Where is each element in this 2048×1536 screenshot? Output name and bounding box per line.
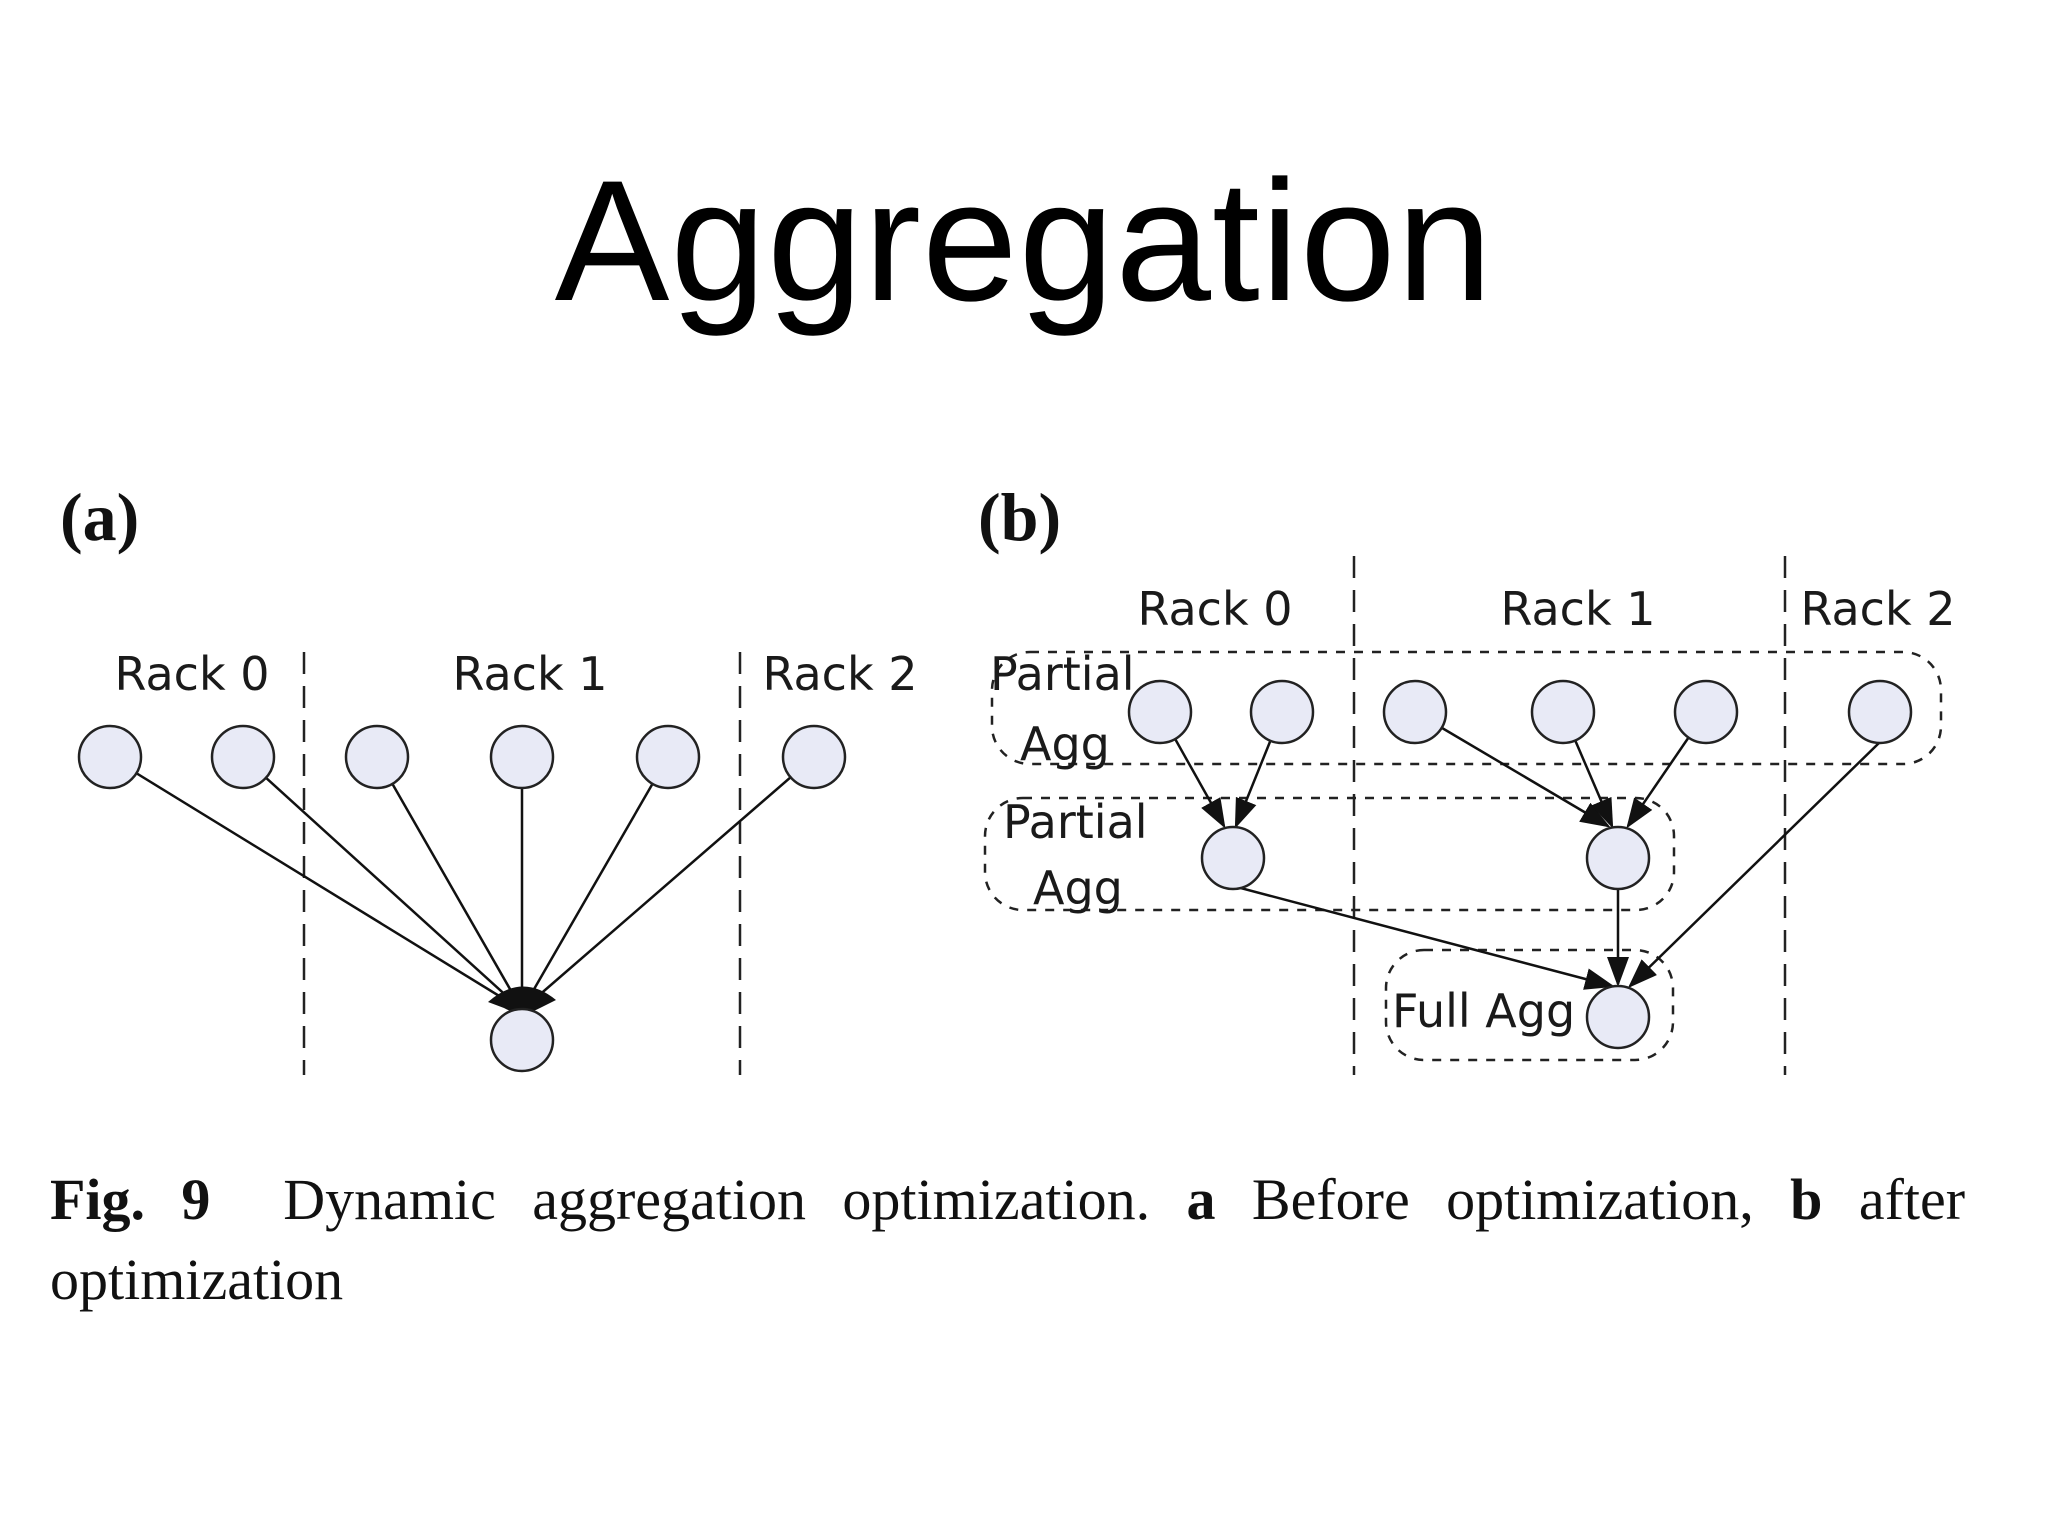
panel-b-edges [1158,710,1881,990]
panel-b-nodes [1127,679,1913,1050]
panel-a-edge [521,756,815,1011]
caption-text-1: Dynamic aggregation optimization. [283,1167,1151,1232]
panel-b-rack-2-label: Rack 2 [1801,582,1956,636]
panel-b-edge [1627,741,1881,989]
panel-b-partial-agg-node [1200,825,1266,891]
caption-fig-label: Fig. 9 [50,1167,211,1232]
panel-b-source-node [1382,679,1448,745]
panel-b-rack-0-label: Rack 0 [1138,582,1293,636]
panel-b-group-partial-1-label-line-2: Agg [1020,717,1110,771]
panel-b-source-node [1847,679,1913,745]
panel-a-source-node [781,724,847,790]
panel-b-group-partial-1 [990,650,1943,766]
panel-b-group-full-label: Full Agg [1392,984,1575,1038]
caption-marker-a: a [1186,1167,1216,1232]
panel-b-source-node [1673,679,1739,745]
panel-a-nodes [77,724,847,1073]
panel-a-rack-1-label: Rack 1 [453,647,608,701]
panel-a-source-node [210,724,276,790]
panel-a-label: (a) [60,479,139,555]
panel-b-edge [1232,884,1615,990]
panel-a-edge [109,755,523,1012]
panel-b-full-agg-node [1585,984,1651,1050]
panel-b-source-node [1249,679,1315,745]
panel-b-rack-1-label: Rack 1 [1501,582,1656,636]
caption-text-3: after optimization [50,1167,1966,1312]
panel-a-source-node [77,724,143,790]
panel-a-aggregator-node [489,1007,555,1073]
panel-b-group-partial-2 [983,796,1676,912]
panel-a-edge [520,756,670,1011]
panel-b-group-partial-1-label-line-1: Partial [990,647,1135,701]
panel-b-partial-agg-node [1585,825,1651,891]
panel-a-edge [375,756,524,1011]
panel-b-group-partial-2-label-line-2: Agg [1033,861,1123,915]
caption-text-2: Before optimization, [1251,1167,1754,1232]
caption-marker-b: b [1790,1167,1823,1232]
figure-caption: Fig. 9 Dynamic aggregation optimization.… [50,1160,1965,1320]
panel-a: (a) Rack 0 Rack 1 Rack 2 [60,479,917,1075]
panel-a-source-node [635,724,701,790]
panel-a-arrowheads [488,986,556,1013]
panel-a-rack-2-label: Rack 2 [763,647,918,701]
panel-a-rack-0-label: Rack 0 [115,647,270,701]
panel-b-group-full [1384,948,1675,1062]
panel-b-group-partial-2-label-line-1: Partial [1003,795,1148,849]
panel-b-source-node [1127,679,1193,745]
panel-a-edges [109,755,815,1012]
panel-b: (b) Rack 0 Rack 1 Rack 2 Partial Agg Par… [978,479,1955,1075]
panel-b-source-node [1530,679,1596,745]
panel-b-edge [1414,710,1611,828]
panel-a-source-node [489,724,555,790]
slide-title: Aggregation [554,145,1494,337]
panel-b-label: (b) [978,479,1061,555]
panel-a-source-node [344,724,410,790]
panel-a-edge [242,756,523,1011]
